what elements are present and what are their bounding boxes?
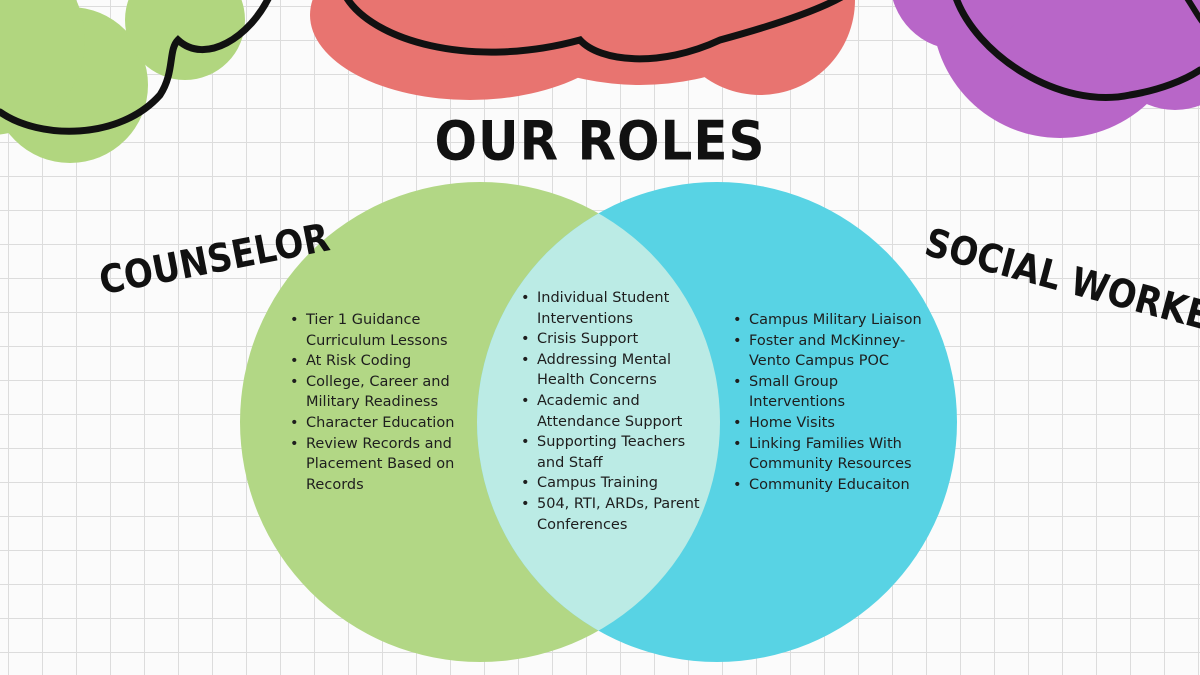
list-item: Community Educaiton xyxy=(733,475,933,496)
list-item: Academic and Attendance Support xyxy=(521,391,706,432)
counselor-role-list: Tier 1 Guidance Curriculum Lessons At Ri… xyxy=(290,310,480,495)
list-item: Campus Training xyxy=(521,473,706,494)
page-title: OUR ROLES xyxy=(434,109,766,173)
list-item: College, Career and Military Readiness xyxy=(290,372,480,413)
list-item: Crisis Support xyxy=(521,329,706,350)
list-item: Linking Families With Community Resource… xyxy=(733,434,933,475)
social-worker-role-list: Campus Military Liaison Foster and McKin… xyxy=(733,310,933,495)
red-cloud xyxy=(310,0,855,100)
list-item: Individual Student Interventions xyxy=(521,288,706,329)
list-item: Tier 1 Guidance Curriculum Lessons xyxy=(290,310,480,351)
list-item: Home Visits xyxy=(733,413,933,434)
green-cloud xyxy=(0,0,272,163)
list-item: Foster and McKinney-Vento Campus POC xyxy=(733,331,933,372)
list-item: At Risk Coding xyxy=(290,351,480,372)
list-item: Addressing Mental Health Concerns xyxy=(521,350,706,391)
list-item: Review Records and Placement Based on Re… xyxy=(290,434,480,496)
list-item: 504, RTI, ARDs, Parent Conferences xyxy=(521,494,706,535)
list-item: Supporting Teachers and Staff xyxy=(521,432,706,473)
list-item: Small Group Interventions xyxy=(733,372,933,413)
shared-role-list: Individual Student Interventions Crisis … xyxy=(521,288,706,535)
purple-cloud xyxy=(892,0,1200,138)
list-item: Campus Military Liaison xyxy=(733,310,933,331)
list-item: Character Education xyxy=(290,413,480,434)
